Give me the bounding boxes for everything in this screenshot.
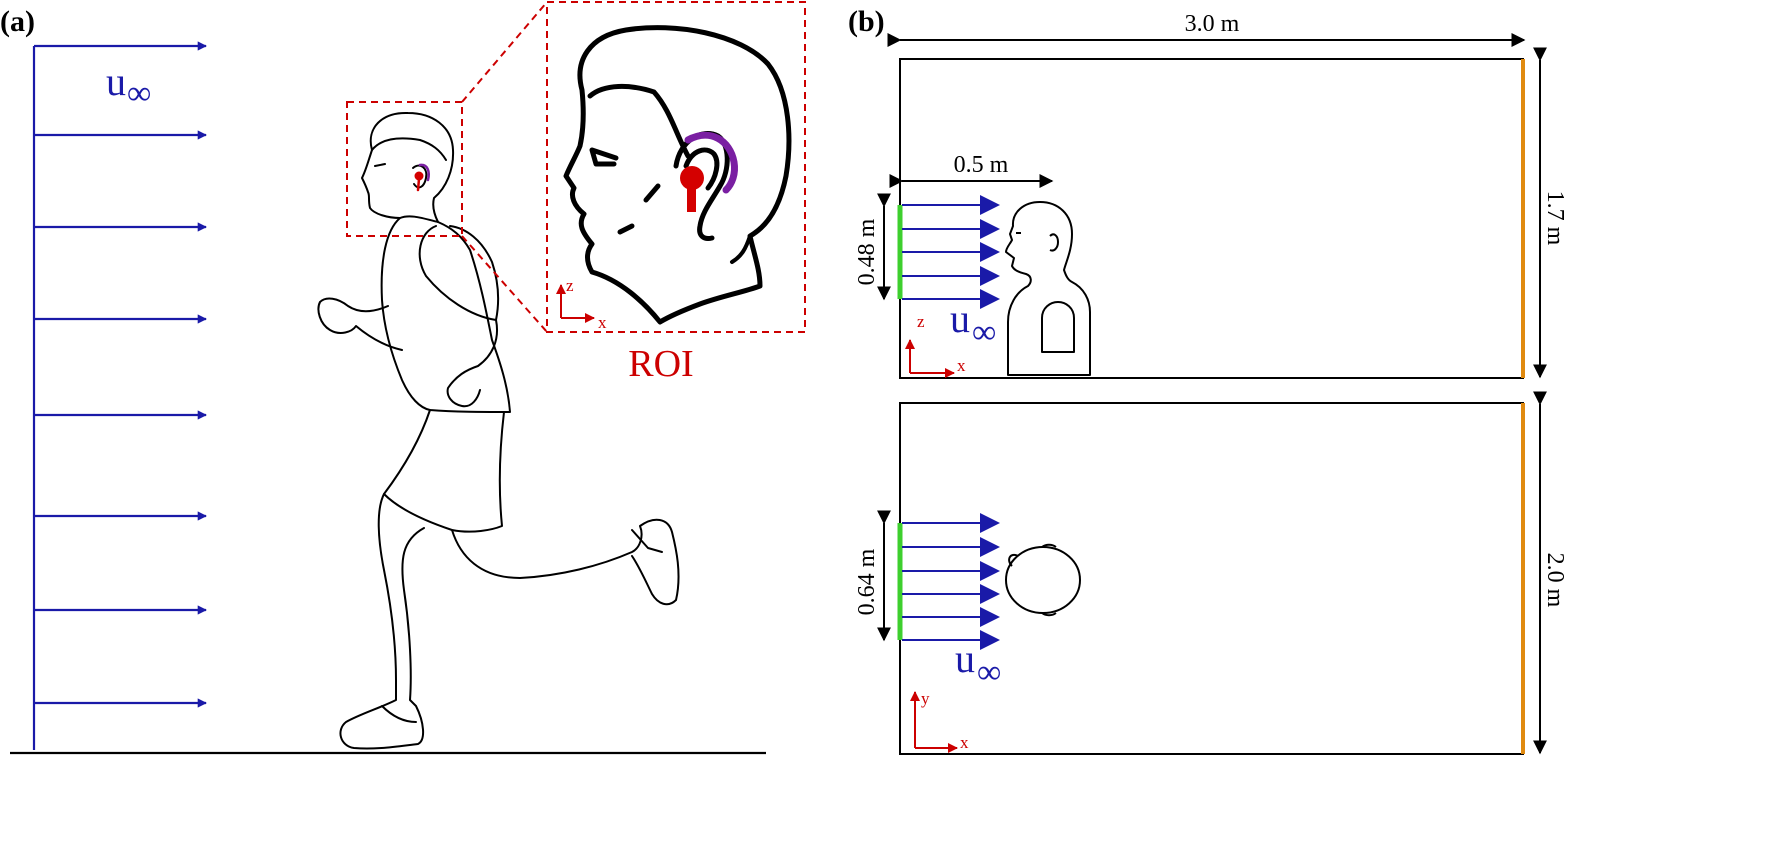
runner-earbud-stem (416, 177, 421, 192)
freestream-symbol-a: u (106, 59, 126, 104)
runner-shorts (383, 409, 505, 533)
freestream-subscript-a: ∞ (127, 75, 151, 112)
side-view-domain: 1.7 m 0.5 m 0.48 m u ∞ (854, 47, 1568, 379)
top-width-label: 2.0 m (1542, 553, 1568, 608)
side-axis-x-label: x (957, 356, 966, 375)
side-height-label: 1.7 m (1542, 191, 1568, 246)
roi-box-large (546, 1, 806, 333)
top-view-domain: 2.0 m 0.64 m u ∞ (854, 391, 1568, 755)
top-inlet-width-label: 0.64 m (854, 548, 880, 615)
earbud-icon (680, 166, 704, 190)
panel-b: (b) 3.0 m 1.7 m 0.5 m 0.48 m (848, 5, 1568, 755)
freestream-symbol-top: u (955, 636, 975, 681)
closeup-eye (589, 147, 619, 167)
head-top-ear-lower (1041, 612, 1057, 617)
roi-axis-x-label: x (598, 313, 607, 332)
freestream-subscript-top: ∞ (977, 654, 1001, 691)
closeup-ear-inner (683, 147, 720, 191)
head-with-earbud-icon (563, 25, 792, 325)
panel-a: (a) u ∞ (0, 1, 806, 755)
velocity-profile: u ∞ (32, 41, 207, 750)
head-top-view-icon (1005, 543, 1081, 617)
head-top-nose (1008, 554, 1019, 567)
runner-head (361, 111, 455, 223)
runner-back-arm (446, 319, 498, 408)
runner-front-leg (339, 493, 425, 750)
runner-torso (380, 217, 511, 413)
roi-box-small (346, 101, 463, 237)
runner-back-shoe-detail (631, 529, 663, 553)
top-axis-y-label: y (921, 689, 930, 708)
freestream-subscript-side: ∞ (972, 314, 996, 351)
runner-earbud-band (418, 163, 430, 182)
side-axes: z x (905, 312, 966, 378)
side-inlet-height-label: 0.48 m (854, 218, 880, 285)
freestream-symbol-side: u (950, 296, 970, 341)
roi-axes: z x (556, 276, 607, 332)
roi-connector-top (461, 1, 548, 103)
bust-outline (1005, 201, 1091, 376)
panel-a-label: (a) (0, 5, 35, 38)
roi-axis-z-label: z (566, 276, 574, 295)
closeup-jaw (730, 234, 752, 264)
top-inlet-arrows (902, 513, 1000, 650)
runner-eye (374, 163, 386, 167)
top-view-box (899, 402, 1524, 755)
head-top-outline (1005, 546, 1081, 614)
closeup-mouth (617, 223, 635, 235)
profile-arrows (34, 41, 207, 708)
side-axis-z-label: z (917, 312, 925, 331)
head-top-ear-upper (1041, 543, 1057, 548)
roi-label: ROI (628, 343, 693, 385)
earbud-stem (687, 186, 696, 212)
side-inlet-arrows (902, 195, 1000, 309)
running-person-illustration (317, 111, 680, 750)
runner-front-shoe-detail (381, 705, 417, 723)
runner-front-arm (317, 297, 403, 351)
runner-shoulder (418, 225, 500, 321)
top-axes: y x (910, 689, 969, 753)
runner-hair (371, 137, 447, 161)
domain-length-label: 3.0 m (1185, 11, 1240, 37)
closeup-cheek (643, 183, 661, 203)
mannequin-bust-icon (1005, 201, 1091, 376)
bust-ear (1049, 233, 1059, 252)
top-axis-x-label: x (960, 733, 969, 752)
panel-b-label: (b) (848, 5, 885, 38)
earbud-band-icon (684, 131, 738, 194)
bust-panel (1041, 301, 1075, 353)
roi-connector-bottom (461, 235, 548, 333)
closeup-head-outline (563, 25, 792, 325)
closeup-hairline (587, 83, 691, 159)
runner-back-leg (451, 518, 680, 606)
side-distance-label: 0.5 m (954, 152, 1009, 178)
